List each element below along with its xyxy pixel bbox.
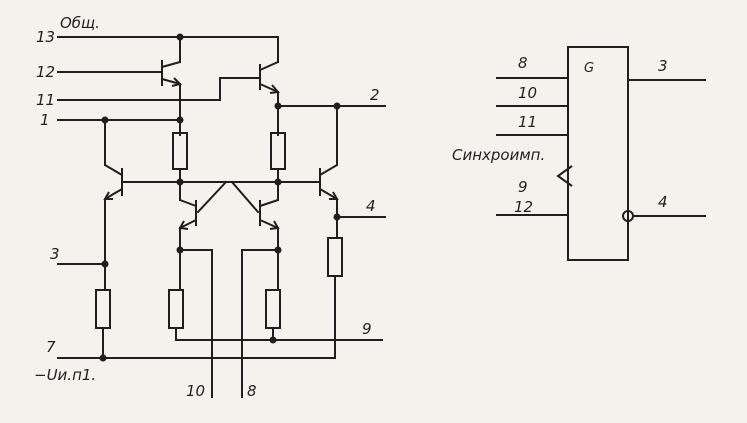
resistor-r4	[265, 289, 281, 329]
pin-4-wire	[333, 213, 386, 221]
pin-3-wire	[57, 260, 109, 268]
pin-4-label: 4	[366, 197, 376, 215]
symbol-body	[567, 46, 629, 261]
symbol-input-label-12: 12	[514, 198, 533, 216]
sync-input-marker	[556, 165, 573, 187]
transistor-q4	[178, 199, 197, 230]
symbol-input-label-9: 9	[518, 178, 528, 196]
pin-9-wire	[175, 336, 383, 344]
transistor-q5	[259, 199, 280, 230]
resistor-r5	[95, 289, 111, 329]
pin-13-label: 13	[36, 28, 55, 46]
symbol-output-label-3: 3	[658, 57, 668, 75]
pin-7-wire	[57, 354, 336, 362]
pin-7-name: −Uи.п1.	[34, 366, 96, 384]
resistor-r2	[270, 132, 286, 170]
resistor-r6	[327, 237, 343, 277]
pin-11-label: 11	[36, 91, 55, 109]
sync-input-label: Синхроимп.	[452, 146, 545, 164]
pin-2-wire	[274, 102, 386, 166]
symbol-input-label-10: 10	[518, 84, 537, 102]
symbol-input-label-8: 8	[518, 54, 528, 72]
pin-12-label: 12	[36, 63, 55, 81]
pin-1-wire	[57, 116, 184, 166]
pin-1-label: 1	[40, 111, 50, 129]
logic-symbol: G 8 10 11 Синхроимп. 9 12 3 4	[452, 46, 706, 261]
cross-coupling	[179, 180, 279, 214]
schematic: 13 Общ. 12 11 1 2 4 3 9 7 −Uи.п1. 10 8	[34, 14, 386, 400]
pin-3-label: 3	[50, 245, 60, 263]
symbol-input-label-11: 11	[518, 113, 537, 131]
resistor-r3	[168, 289, 184, 329]
pin-2-label: 2	[370, 86, 380, 104]
pin-7-label: 7	[46, 338, 56, 356]
transistor-q1	[57, 60, 182, 136]
pin-8-label: 8	[247, 382, 257, 400]
pin-9-label: 9	[362, 320, 372, 338]
pin-11-wire	[57, 77, 259, 101]
pin-10-label: 10	[186, 382, 205, 400]
transistor-q3	[103, 164, 181, 291]
transistor-q2	[259, 61, 280, 136]
transistor-q6	[277, 164, 339, 239]
resistor-r1	[172, 132, 188, 170]
common-rail	[57, 33, 279, 63]
pin-13-name: Общ.	[60, 14, 100, 32]
symbol-output-label-4: 4	[658, 193, 668, 211]
emitter-nodes	[176, 227, 282, 398]
symbol-function-label: G	[584, 61, 594, 76]
